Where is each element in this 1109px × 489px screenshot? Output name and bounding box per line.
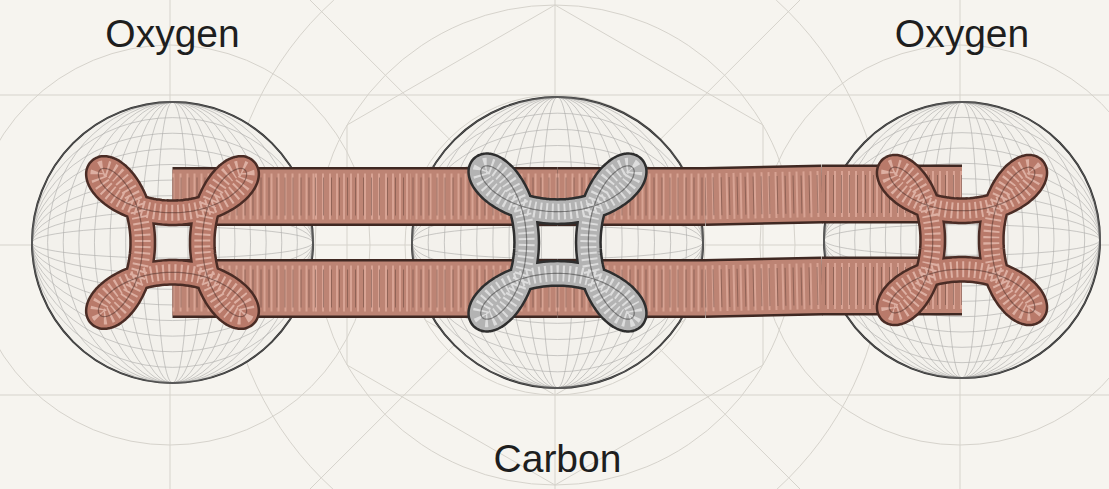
sphere-figure xyxy=(822,100,1102,380)
sphere-figure xyxy=(410,95,705,390)
double-bond xyxy=(315,197,410,289)
sphere-figure xyxy=(30,100,315,385)
atom-label: Oxygen xyxy=(802,13,1109,56)
atom-sphere: Carbon xyxy=(410,95,705,390)
atom-sphere: Oxygen xyxy=(822,100,1102,380)
double-bond xyxy=(705,194,822,289)
atom-label: Oxygen xyxy=(13,13,333,56)
atom-sphere: Oxygen xyxy=(30,100,315,385)
atom-label: Carbon xyxy=(398,438,718,481)
